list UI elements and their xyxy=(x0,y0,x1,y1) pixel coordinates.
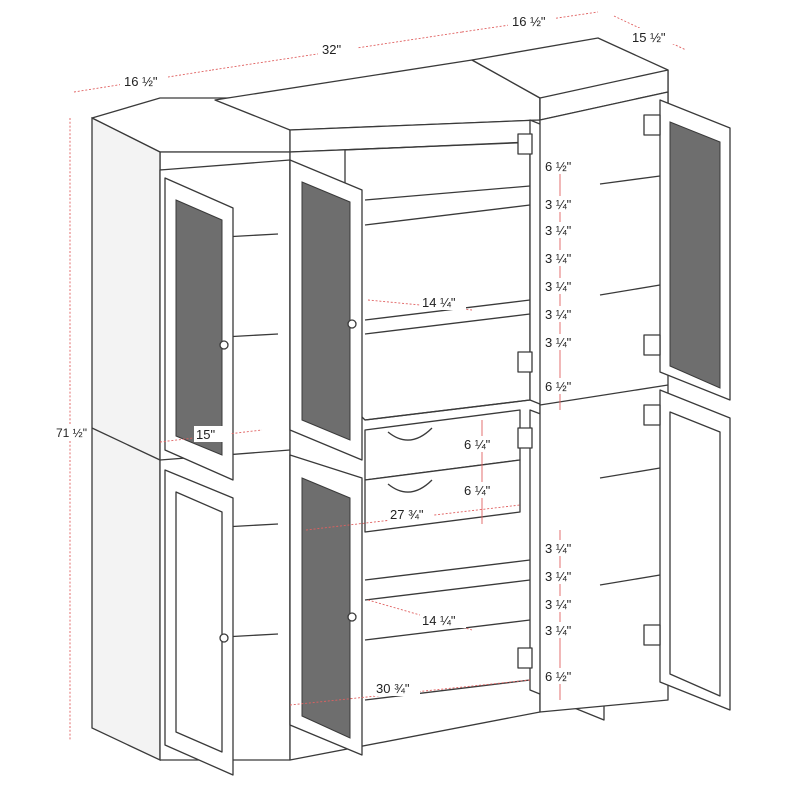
dim-label-upper-shelf-depth: 14 ¼" xyxy=(420,294,466,310)
spacing-label: 6 ½" xyxy=(545,669,572,684)
svg-text:16 ½": 16 ½" xyxy=(512,14,546,29)
hinge-icon xyxy=(517,351,533,373)
spacing-label: 3 ¼" xyxy=(545,569,572,584)
dim-label-bottom-width: 30 ¾" xyxy=(374,680,420,696)
middle-shelf-3 xyxy=(364,399,531,421)
drawer-2-handle-icon[interactable] xyxy=(387,479,433,493)
dim-label-drawer-width: 27 ¾" xyxy=(388,506,434,522)
right-cabinet-split xyxy=(539,384,669,406)
spacing-label: 3 ¼" xyxy=(545,279,572,294)
svg-text:15": 15" xyxy=(196,427,215,442)
hinge-icon xyxy=(643,624,661,646)
right-lower-panel xyxy=(669,411,721,697)
spacing-label: 3 ¼" xyxy=(545,335,572,350)
lower-door-spacing: 3 ¼" 3 ¼" 3 ¼" 3 ¼" 6 ½" xyxy=(543,540,577,684)
spacing-label: 3 ¼" xyxy=(545,223,572,238)
middle-shelf-1 xyxy=(364,204,531,226)
svg-text:30 ¾": 30 ¾" xyxy=(376,681,410,696)
svg-text:6 ¼": 6 ¼" xyxy=(464,437,491,452)
right-upper-shelf xyxy=(599,175,661,185)
hinge-icon xyxy=(643,404,661,426)
spacing-label: 3 ¼" xyxy=(545,197,572,212)
spacing-label: 3 ¼" xyxy=(545,597,572,612)
dim-label-left-width: 16 ½" xyxy=(120,72,168,89)
spacing-label: 3 ¼" xyxy=(545,623,572,638)
middle-shelf-5 xyxy=(364,619,531,641)
drawer-1-handle-icon[interactable] xyxy=(387,427,433,441)
left-cabinet-split xyxy=(91,427,161,461)
dim-label-drawer-1: 6 ¼" xyxy=(462,436,502,452)
dim-label-depth: 15 ½" xyxy=(628,28,676,45)
hinge-icon xyxy=(643,114,661,136)
left-lower-door[interactable] xyxy=(164,469,234,776)
middle-left-upper-knob-icon[interactable] xyxy=(347,319,357,329)
svg-text:15 ½": 15 ½" xyxy=(632,30,666,45)
middle-left-upper-glass xyxy=(301,181,351,441)
middle-bottom xyxy=(364,679,531,701)
spacing-label: 3 ¼" xyxy=(545,307,572,322)
right-cabinet-body xyxy=(539,91,669,713)
upper-door-spacing: 6 ½" 3 ¼" 3 ¼" 3 ¼" 3 ¼" 3 ¼" 3 ¼" 6 ½" xyxy=(543,158,577,394)
spacing-label: 3 ¼" xyxy=(545,251,572,266)
middle-left-lower-glass xyxy=(301,477,351,739)
svg-text:14 ¼": 14 ¼" xyxy=(422,295,456,310)
right-lower-shelf xyxy=(599,467,661,479)
svg-text:6 ¼": 6 ¼" xyxy=(464,483,491,498)
dim-label-drawer-2: 6 ¼" xyxy=(462,482,502,498)
svg-text:16 ½": 16 ½" xyxy=(124,74,158,89)
dim-label-side-shelf: 15" xyxy=(194,426,230,442)
svg-text:32": 32" xyxy=(322,42,341,57)
left-upper-knob-icon[interactable] xyxy=(219,340,229,350)
left-upper-glass xyxy=(175,199,223,456)
hinge-icon xyxy=(517,647,533,669)
spacing-label: 6 ½" xyxy=(545,379,572,394)
dim-label-right-width: 16 ½" xyxy=(508,12,556,29)
spacing-label: 3 ¼" xyxy=(545,541,572,556)
right-upper-glass xyxy=(669,121,721,389)
dim-label-lower-shelf-depth: 14 ¼" xyxy=(420,612,466,628)
middle-shelf-4 xyxy=(364,559,531,581)
dim-label-middle-width: 32" xyxy=(318,40,358,57)
svg-text:27 ¾": 27 ¾" xyxy=(390,507,424,522)
spacing-label: 6 ½" xyxy=(545,159,572,174)
left-lower-panel xyxy=(175,491,223,753)
dim-label-height: 71 ½" xyxy=(54,424,87,440)
left-lower-knob-icon[interactable] xyxy=(219,633,229,643)
hinge-icon xyxy=(517,427,533,449)
svg-text:14 ¼": 14 ¼" xyxy=(422,613,456,628)
hinge-icon xyxy=(517,133,533,155)
hinge-icon xyxy=(643,334,661,356)
right-lower-door[interactable] xyxy=(659,389,731,711)
middle-left-lower-knob-icon[interactable] xyxy=(347,612,357,622)
svg-text:71 ½": 71 ½" xyxy=(56,426,87,440)
left-cabinet-side xyxy=(91,116,161,762)
